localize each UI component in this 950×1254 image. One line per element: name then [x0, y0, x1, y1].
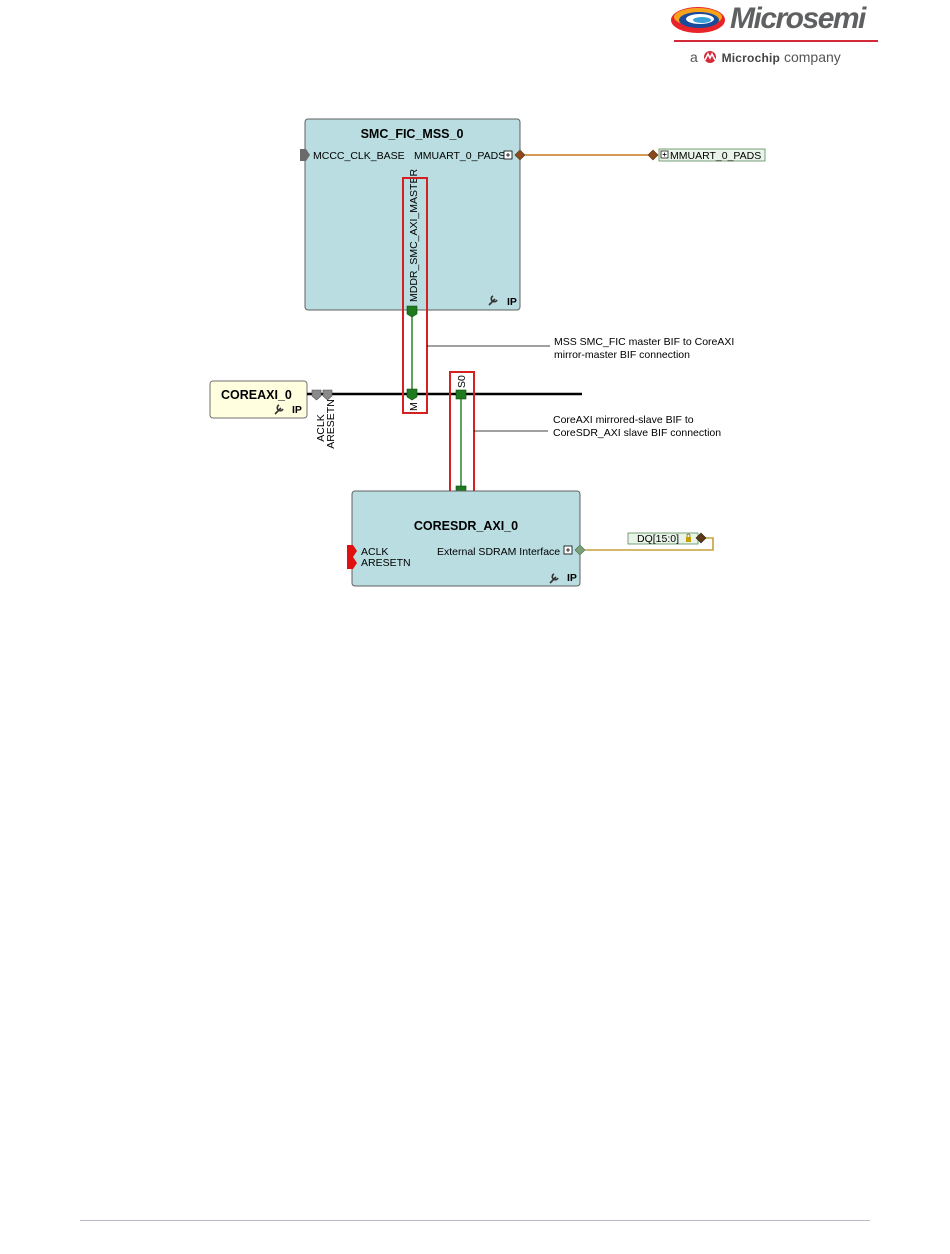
microsemi-swirl-icon — [671, 7, 725, 33]
configure-wrench-icon[interactable] — [488, 295, 498, 306]
mss-port-mccc-clk-base: MCCC_CLK_BASE — [313, 150, 405, 162]
coresdr-aresetn-pin[interactable] — [347, 557, 357, 569]
coresdr-block-title: CORESDR_AXI_0 — [414, 519, 518, 533]
top-port-mmuart-label: MMUART_0_PADS — [670, 150, 761, 162]
configure-wrench-icon[interactable] — [274, 404, 284, 415]
coreaxi-port-aclk: ACLK — [315, 414, 327, 441]
logo-wordmark: Microsemi — [730, 2, 866, 35]
tagline-suffix: company — [783, 49, 841, 65]
coreaxi-ip-badge: IP — [292, 404, 302, 416]
mss-ip-badge: IP — [507, 296, 517, 308]
block-coresdr-axi[interactable]: CORESDR_AXI_0 ACLK ARESETN External SDRA… — [347, 490, 586, 587]
coreaxi-aclk-pin[interactable] — [311, 389, 322, 401]
dq-net-wire[interactable] — [585, 537, 714, 551]
coresdr-aclk-pin[interactable] — [347, 545, 357, 557]
top-port-mmuart-pads[interactable]: MMUART_0_PADS — [647, 148, 766, 162]
mss-bif-mddr-smc-axi-master: MDDR_SMC_AXI_MASTER — [408, 169, 420, 302]
footer-divider — [80, 1220, 870, 1221]
tagline-prefix: a — [690, 49, 698, 65]
annotation-1-line-2: mirror-master BIF connection — [554, 349, 690, 361]
tagline-company: Microchip — [721, 51, 781, 65]
coresdr-port-aresetn: ARESETN — [361, 557, 411, 569]
lock-icon — [686, 533, 691, 542]
coreaxi-bif-m: M — [408, 402, 420, 411]
coresdr-port-ext-sdram: External SDRAM Interface — [437, 546, 560, 558]
coresdr-port-aclk: ACLK — [361, 546, 388, 558]
mss-port-mmuart-pads: MMUART_0_PADS — [414, 150, 505, 162]
logo-divider — [674, 40, 878, 42]
top-port-dq[interactable]: DQ[15:0] — [627, 532, 707, 545]
mccc-clk-port-pin[interactable] — [300, 149, 310, 161]
annotation-2-line-2: CoreSDR_AXI slave BIF connection — [553, 427, 721, 439]
coreaxi-block-title: COREAXI_0 — [221, 388, 292, 402]
block-smc-fic-mss[interactable]: SMC_FIC_MSS_0 MCCC_CLK_BASE MMUART_0_PAD… — [300, 118, 526, 318]
microsemi-logo: Microsemi a Microchip company — [668, 2, 878, 70]
block-coreaxi[interactable]: COREAXI_0 IP — [209, 380, 308, 419]
coreaxi-bif-s0: S0 — [456, 375, 468, 388]
coreaxi-s0-bif-pin[interactable] — [455, 389, 467, 400]
top-port-dq-label: DQ[15:0] — [637, 533, 679, 545]
annotation-2-line-1: CoreAXI mirrored-slave BIF to — [553, 414, 694, 426]
coreaxi-m-bif-pin[interactable] — [406, 388, 418, 401]
coresdr-ip-badge: IP — [567, 572, 577, 584]
configure-wrench-icon[interactable] — [549, 573, 559, 584]
microchip-mark-icon — [703, 51, 716, 63]
coreaxi-port-aresetn: ARESETN — [325, 399, 337, 449]
mss-master-bif-pin[interactable] — [406, 305, 418, 318]
highlight-master-bif — [402, 177, 428, 414]
coreaxi-aresetn-pin[interactable] — [322, 389, 333, 401]
logo-tagline: a Microchip company — [690, 49, 841, 65]
mss-block-title: SMC_FIC_MSS_0 — [361, 127, 464, 141]
dq-port-pin[interactable] — [695, 532, 707, 544]
annotation-1-line-1: MSS SMC_FIC master BIF to CoreAXI — [554, 336, 734, 348]
